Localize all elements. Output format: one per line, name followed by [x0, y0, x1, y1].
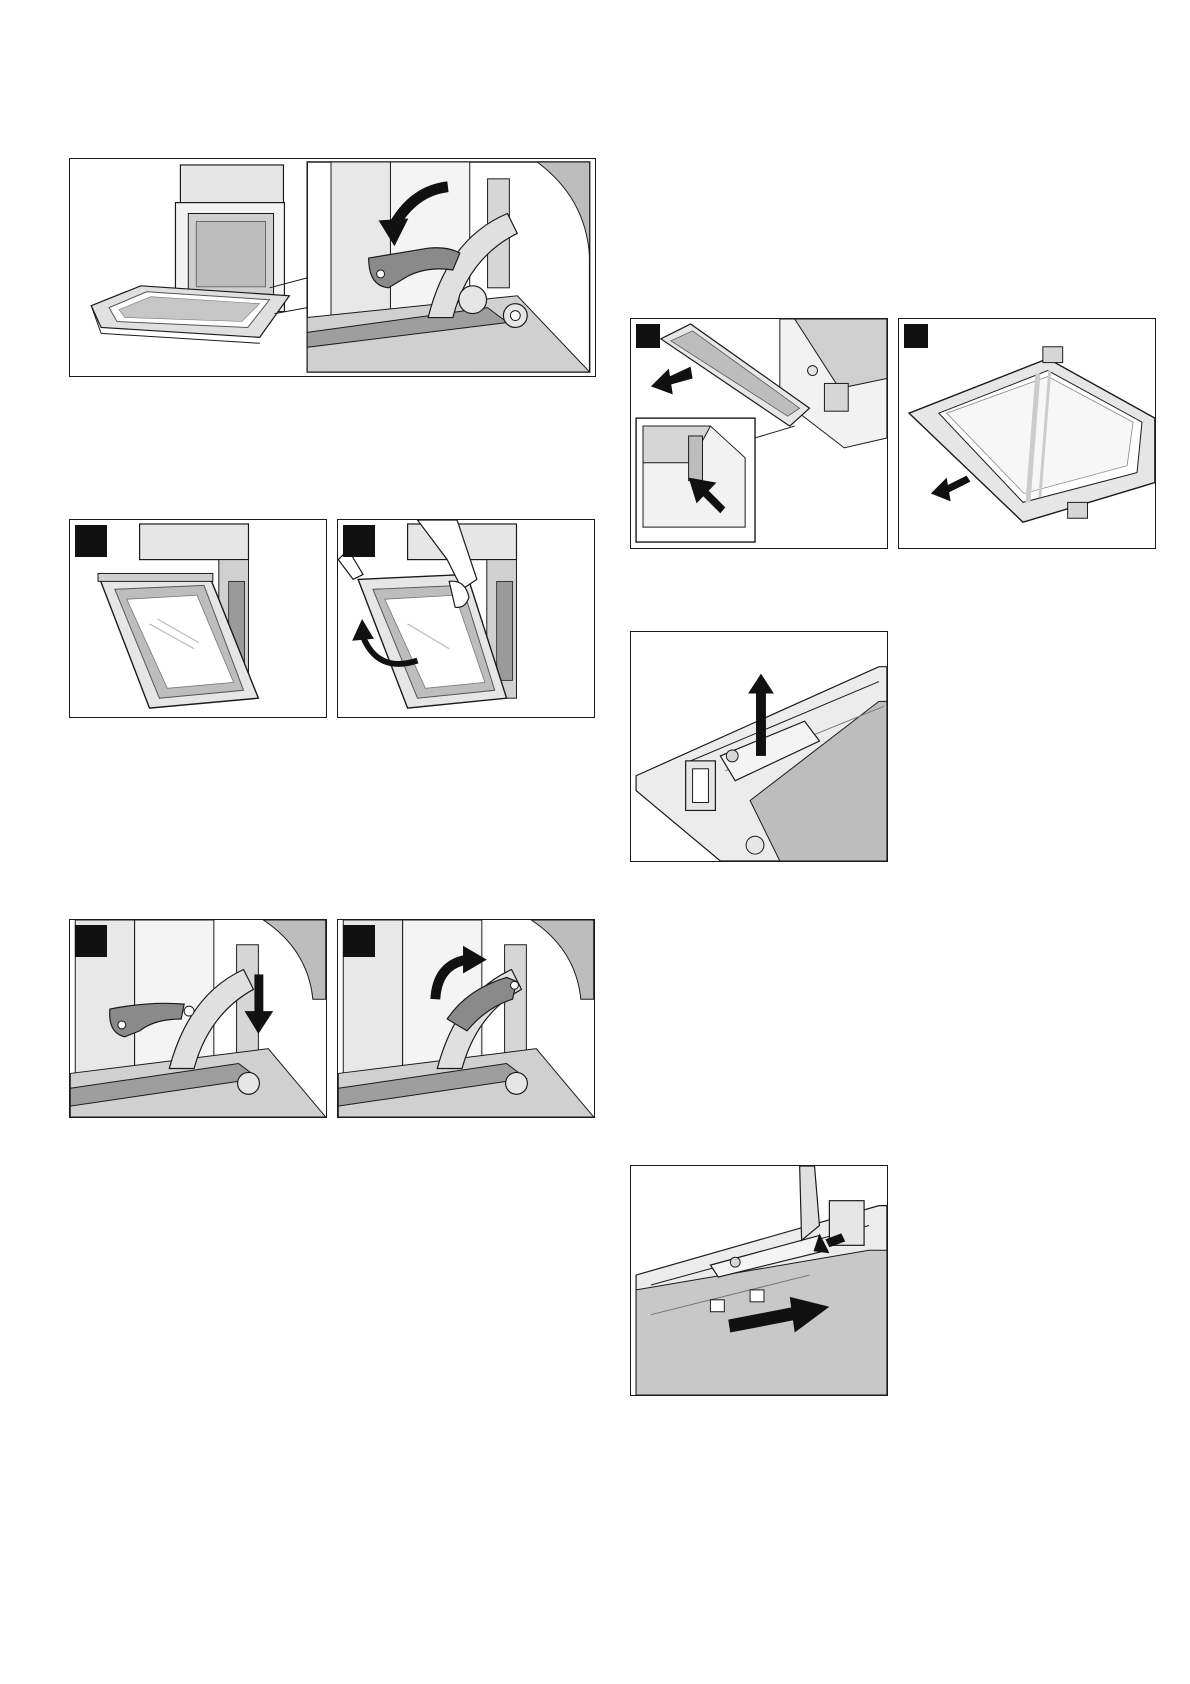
step-badge — [343, 925, 375, 957]
glass-remove-illustration — [899, 319, 1155, 548]
clip-icon — [636, 1166, 887, 1395]
figure-door-tilt — [69, 519, 327, 718]
figure-hinge-lever-open — [69, 158, 596, 377]
door-lift-illustration — [338, 520, 594, 717]
step-badge — [343, 525, 375, 557]
hinge-icon — [70, 920, 325, 1117]
step-badge — [636, 324, 660, 348]
figure-door-lift — [337, 519, 595, 718]
clip-insert-illustration — [631, 1166, 887, 1395]
hinge-close-illustration — [338, 920, 594, 1117]
figure-clip-lift — [630, 631, 888, 862]
oven-hinge-illustration — [70, 159, 595, 376]
oven-icon — [91, 165, 289, 343]
step-badge — [904, 324, 928, 348]
figure-clip-insert — [630, 1165, 888, 1396]
step-badge — [75, 925, 107, 957]
arrow-icon — [931, 476, 971, 502]
hinge-press-illustration — [70, 920, 326, 1117]
figure-hinge-press — [69, 919, 327, 1118]
step-badge — [75, 525, 107, 557]
figure-hinge-close — [337, 919, 595, 1118]
oven-door-icon — [358, 524, 516, 708]
figure-glass-remove — [898, 318, 1156, 549]
cover-remove-illustration — [631, 319, 887, 548]
arrow-icon — [651, 367, 693, 395]
clip-lift-illustration — [631, 632, 887, 861]
door-tilt-illustration — [70, 520, 326, 717]
figure-cover-remove — [630, 318, 888, 549]
oven-door-icon — [98, 524, 258, 708]
